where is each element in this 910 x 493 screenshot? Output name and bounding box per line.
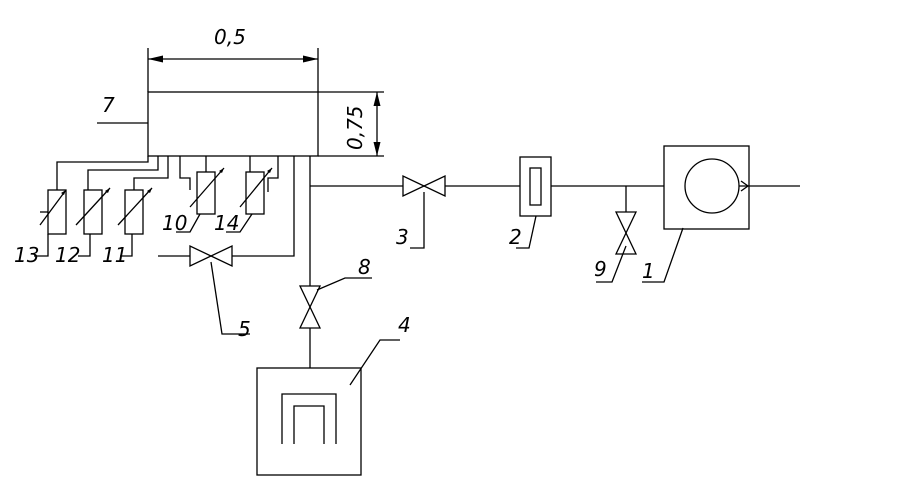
- valve-8: [298, 277, 372, 368]
- label-11: 11: [102, 243, 127, 267]
- label-14: 14: [214, 211, 239, 235]
- gauge-label-leaders: [34, 213, 253, 257]
- label-10: 10: [162, 211, 187, 235]
- label-12: 12: [55, 243, 80, 267]
- label-1: 1: [642, 259, 655, 283]
- valve-3: [402, 174, 520, 249]
- label-2: 2: [509, 225, 522, 249]
- label-4: 4: [398, 313, 411, 337]
- tank-4: [256, 339, 400, 476]
- dimension-height: 0,75: [318, 91, 384, 157]
- device-2: [516, 156, 664, 249]
- gauge-13: [39, 189, 67, 235]
- pump-1: [642, 145, 800, 283]
- label-5: 5: [238, 317, 251, 341]
- dimension-width: 0,5: [147, 25, 319, 92]
- chamber-7: [147, 91, 319, 157]
- gauge-14: [239, 167, 273, 215]
- label-9: 9: [594, 257, 607, 281]
- gauge-wiring: [56, 156, 279, 192]
- label-13: 13: [14, 243, 39, 267]
- valve-5: [158, 156, 295, 335]
- dimension-height-label: 0,75: [343, 105, 367, 150]
- dimension-width-label: 0,5: [214, 25, 246, 49]
- gauge-10: [189, 167, 225, 215]
- gauge-12: [75, 187, 111, 235]
- label-3: 3: [396, 225, 409, 249]
- label-8: 8: [358, 255, 371, 279]
- valve-9: [596, 186, 638, 283]
- gauge-11: [117, 187, 153, 235]
- label-7: 7: [102, 93, 115, 117]
